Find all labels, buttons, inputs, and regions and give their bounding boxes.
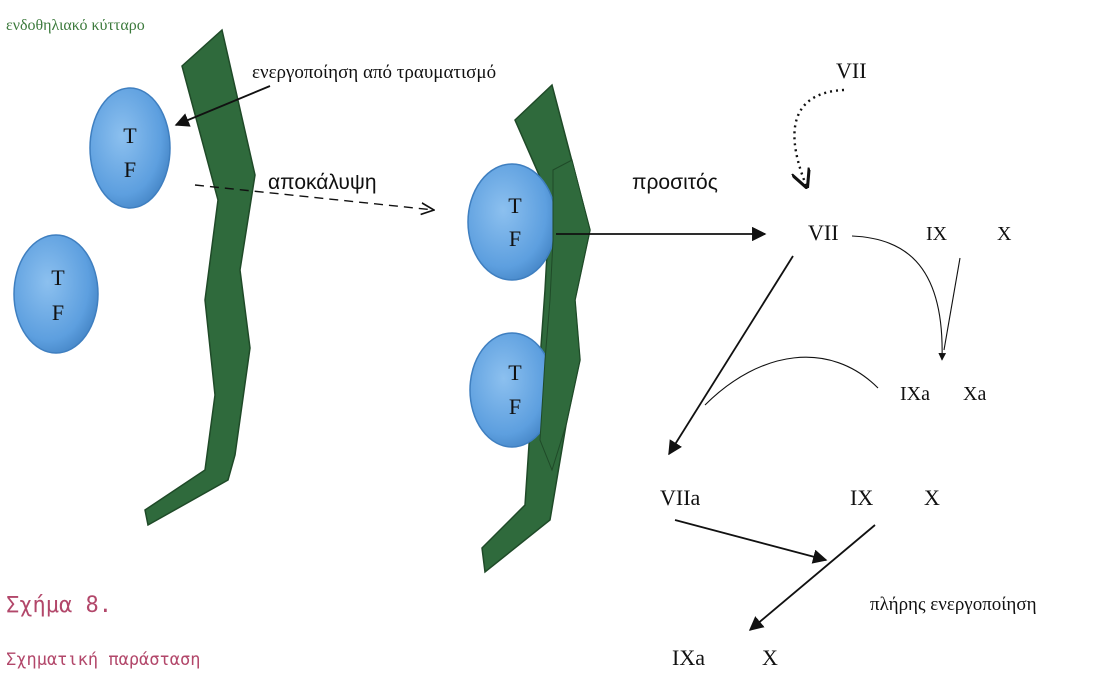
figure-caption-title: Σχήμα 8. [6,593,112,618]
viia-to-center-arrow [675,520,826,560]
tf-lower-left-t: T [51,265,65,290]
tf-exposed-lower-t: T [508,360,522,385]
feedback-curve [705,357,878,405]
left-endothelial-membrane [145,30,255,525]
factor-ixa: IXa [900,383,930,405]
factor-x-bottom: X [762,645,778,670]
factor-vii-top: VII [836,58,867,83]
tf-disk-lower-left: T F [14,235,98,353]
factor-xa: Xa [963,383,986,405]
exposure-label: αποκάλυψη [268,171,377,194]
tf-disk-upper-left: T F [90,88,170,208]
factor-viia: VIIa [660,485,701,510]
tf-lower-left-f: F [52,300,64,325]
factor-vii: VII [808,220,839,245]
vii-dotted-arrow [794,90,844,185]
tf-disk-exposed-upper: T F [468,164,556,280]
factor-ixa-bottom: IXa [672,645,705,670]
x-to-xa-line [944,258,960,350]
ix-to-ixa-arrow [750,525,875,630]
tf-exposed-upper-f: F [509,226,521,251]
tf-upper-left-t: T [123,123,137,148]
tf-exposed-lower-f: F [509,394,521,419]
endothelial-cell-label: ενδοθηλιακό κύτταρο [6,17,145,34]
activation-by-injury-label: ενεργοποίηση από τραυματισμό [252,62,496,83]
factor-x: X [997,223,1012,245]
factor-x-second: X [924,485,940,510]
tf-upper-left-f: F [124,157,136,182]
accessible-label: προσιτός [632,171,718,194]
vii-to-ixa-curve [852,236,942,360]
factor-ix-second: IX [850,485,873,510]
vii-to-viia-arrow [669,256,793,454]
figure-caption-subtitle: Σχηματική παράσταση [6,650,200,670]
full-activation-label: πλήρης ενεργοποίηση [870,594,1037,615]
factor-ix: IX [926,223,948,245]
tf-exposed-upper-t: T [508,193,522,218]
